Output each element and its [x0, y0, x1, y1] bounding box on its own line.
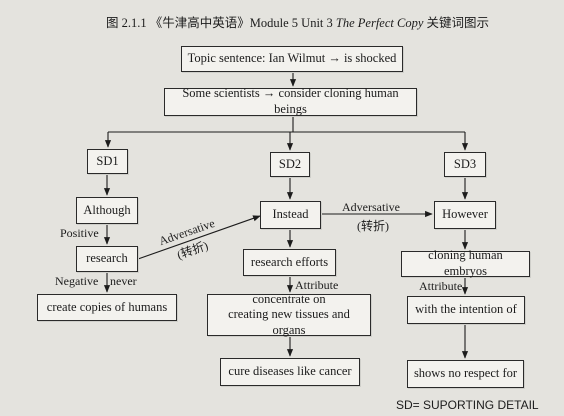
scientists-node: Some scientists → consider cloning human…: [164, 86, 417, 116]
attribute-mid-label: Attribute: [295, 278, 339, 292]
sd3-node: SD3: [444, 152, 486, 177]
text-title: The Perfect Copy: [335, 16, 424, 30]
edge-research-instead: [137, 215, 261, 260]
although-node: Although: [76, 197, 138, 224]
figure-caption: 图 2.1.1 《牛津高中英语》Module 5 Unit 3 The Perf…: [106, 12, 526, 31]
concentrate-node: concentrate on creating new tissues and …: [207, 291, 371, 337]
caption-tail: 关键词图示: [426, 16, 490, 30]
create-copies-node: create copies of humans: [37, 294, 177, 321]
negative-label: Negative: [55, 274, 99, 288]
concentrate-line-1: concentrate on: [252, 291, 326, 306]
however-node: However: [434, 201, 496, 229]
instead-node: Instead: [260, 201, 321, 229]
cloning-embryos-node: cloning human embryos: [401, 248, 530, 278]
research-node: research: [76, 246, 138, 272]
sd1-node: SD1: [87, 149, 128, 174]
attribute-right-label: Attribute: [419, 279, 463, 293]
intention-node: with the intention of: [407, 296, 525, 324]
adversative-mid-label: Adversative: [342, 200, 400, 214]
no-respect-node: shows no respect for: [407, 360, 524, 388]
book-title: 《牛津高中英语》: [149, 16, 250, 30]
research-efforts-node: research efforts: [243, 249, 336, 276]
topic-sentence-node: Topic sentence: Ian Wilmut → is shocked: [181, 46, 403, 72]
footnote: SD= SUPORTING DETAIL: [396, 398, 539, 412]
module-unit: Module 5 Unit 3: [249, 16, 333, 30]
sd2-node: SD2: [270, 152, 310, 177]
cure-diseases-node: cure diseases like cancer: [220, 358, 360, 386]
concentrate-line-2: creating new tissues and organs: [228, 307, 350, 337]
adversative-mid-cn-label: (转折): [357, 219, 389, 233]
positive-label: Positive: [60, 226, 99, 240]
figure-number: 图 2.1.1: [106, 16, 147, 30]
never-label: never: [110, 274, 137, 288]
